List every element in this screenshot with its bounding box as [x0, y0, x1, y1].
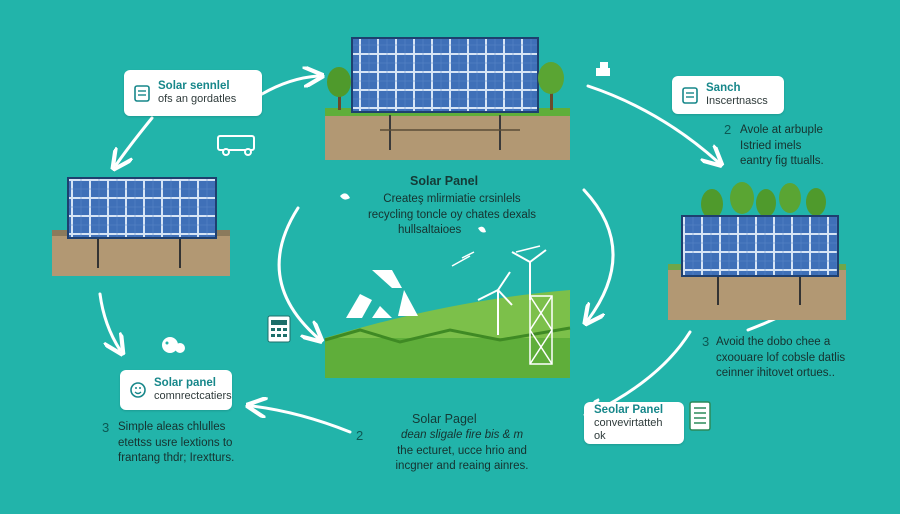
- pylon-icon: [529, 295, 553, 365]
- text-line: the ecturet, ucce hrio and: [397, 444, 527, 457]
- text-line: incgner and reaing ainres.: [395, 460, 529, 473]
- tree-icon: [327, 62, 564, 110]
- center-bottom-description: dean sligale fire bis & m the ecturet, u…: [372, 428, 552, 475]
- step-number: 2: [724, 122, 732, 137]
- clipboard-icon: [682, 87, 698, 104]
- card-bottom-left: Solar panel comnrectcatiers: [120, 370, 232, 410]
- step-number: 2: [356, 428, 364, 443]
- text-line: cxoouare lof cobsle datlis: [716, 351, 846, 364]
- left-solar-panel: [67, 177, 217, 239]
- card-title: Sanch: [706, 82, 741, 95]
- text-line: Avoid the dobo chee a: [716, 336, 831, 348]
- recycle-icon: [346, 270, 418, 318]
- van-icon: [217, 135, 255, 156]
- wind-turbine-icon: [477, 249, 547, 335]
- top-right-description: Avole at arbuple Istried imels eantry fi…: [740, 123, 850, 170]
- top-solar-panel: [351, 37, 539, 113]
- wind-lines-icon: [451, 245, 541, 267]
- top-soil: [325, 112, 570, 160]
- text-line: Createş mlirmiatie crsinlels: [383, 193, 521, 205]
- card-top-right: Sanch Inscertnascs: [672, 76, 784, 114]
- card-title: Solar panel: [154, 377, 216, 390]
- center-recycle-scene: [324, 249, 571, 378]
- left-soil: [52, 232, 230, 276]
- right-solar-scene: [668, 182, 846, 320]
- small-leaf-icon: [340, 193, 486, 233]
- arrow-center-right-curve: [584, 188, 615, 320]
- document-icon: [689, 401, 711, 431]
- text-line: recycling toncle oy chates dexals: [367, 208, 537, 221]
- text-line: Istried imels: [740, 139, 802, 152]
- smile-person-icon: [130, 382, 146, 398]
- text-line: etettss usre lextions to: [118, 436, 233, 449]
- arrow-topleft-to-top: [260, 76, 318, 96]
- arrow-card-to-left-panel: [116, 116, 154, 165]
- hand-tool-icon: [596, 62, 610, 76]
- clipboard-icon: [134, 85, 150, 102]
- center-bottom-title: Solar Pagel: [412, 412, 477, 426]
- right-solar-panel: [681, 215, 839, 277]
- text-line: Avole at arbuple: [740, 124, 823, 136]
- text-line: frantang thdr; Irextturs.: [118, 452, 235, 465]
- smile-person-icon: [162, 337, 185, 353]
- left-bottom-description: Simple aleas chlulles etettss usre lexti…: [118, 420, 258, 467]
- center-grass: [325, 338, 570, 378]
- step-number: 3: [102, 420, 110, 435]
- card-subtitle: convevirtatteh ok: [594, 416, 663, 442]
- card-subtitle: Inscertnascs: [706, 95, 768, 108]
- card-subtitle: ofs an gordatles: [158, 93, 237, 106]
- tree-icon: [701, 182, 826, 219]
- center-top-description: Createş mlirmiatie crsinlels recycling t…: [352, 192, 552, 239]
- top-solar-scene: [325, 37, 570, 160]
- right-mid-description: Avoid the dobo chee a cxoouare lof cobsl…: [716, 335, 866, 382]
- card-top-left: Solar sennlel ofs an gordatles: [124, 70, 262, 116]
- card-title: Seolar Panel: [594, 403, 664, 416]
- step-number: 3: [702, 334, 710, 349]
- text-line: dean sligale fire bis & m: [400, 429, 524, 441]
- text-line: ceinner ihitovet ortues..: [716, 367, 835, 380]
- text-line: hullsaltaioes: [398, 224, 462, 237]
- arrow-bottom-to-bottomleft: [252, 406, 352, 434]
- card-title: Solar sennlel: [158, 80, 230, 93]
- calculator-icon: [267, 315, 291, 343]
- arrow-center-left-curve: [277, 206, 318, 338]
- arrow-left-panel-down: [98, 292, 120, 350]
- arrow-top-to-topright: [586, 84, 718, 162]
- card-subtitle: comnrectcatiers: [154, 390, 232, 403]
- text-line: Simple aleas chlulles: [118, 421, 226, 433]
- center-top-title: Solar Panel: [410, 174, 479, 188]
- left-solar-scene: [52, 177, 230, 276]
- card-bottom-right: Seolar Panel convevirtatteh ok: [584, 402, 684, 444]
- text-line: eantry fig ttualls.: [740, 155, 824, 168]
